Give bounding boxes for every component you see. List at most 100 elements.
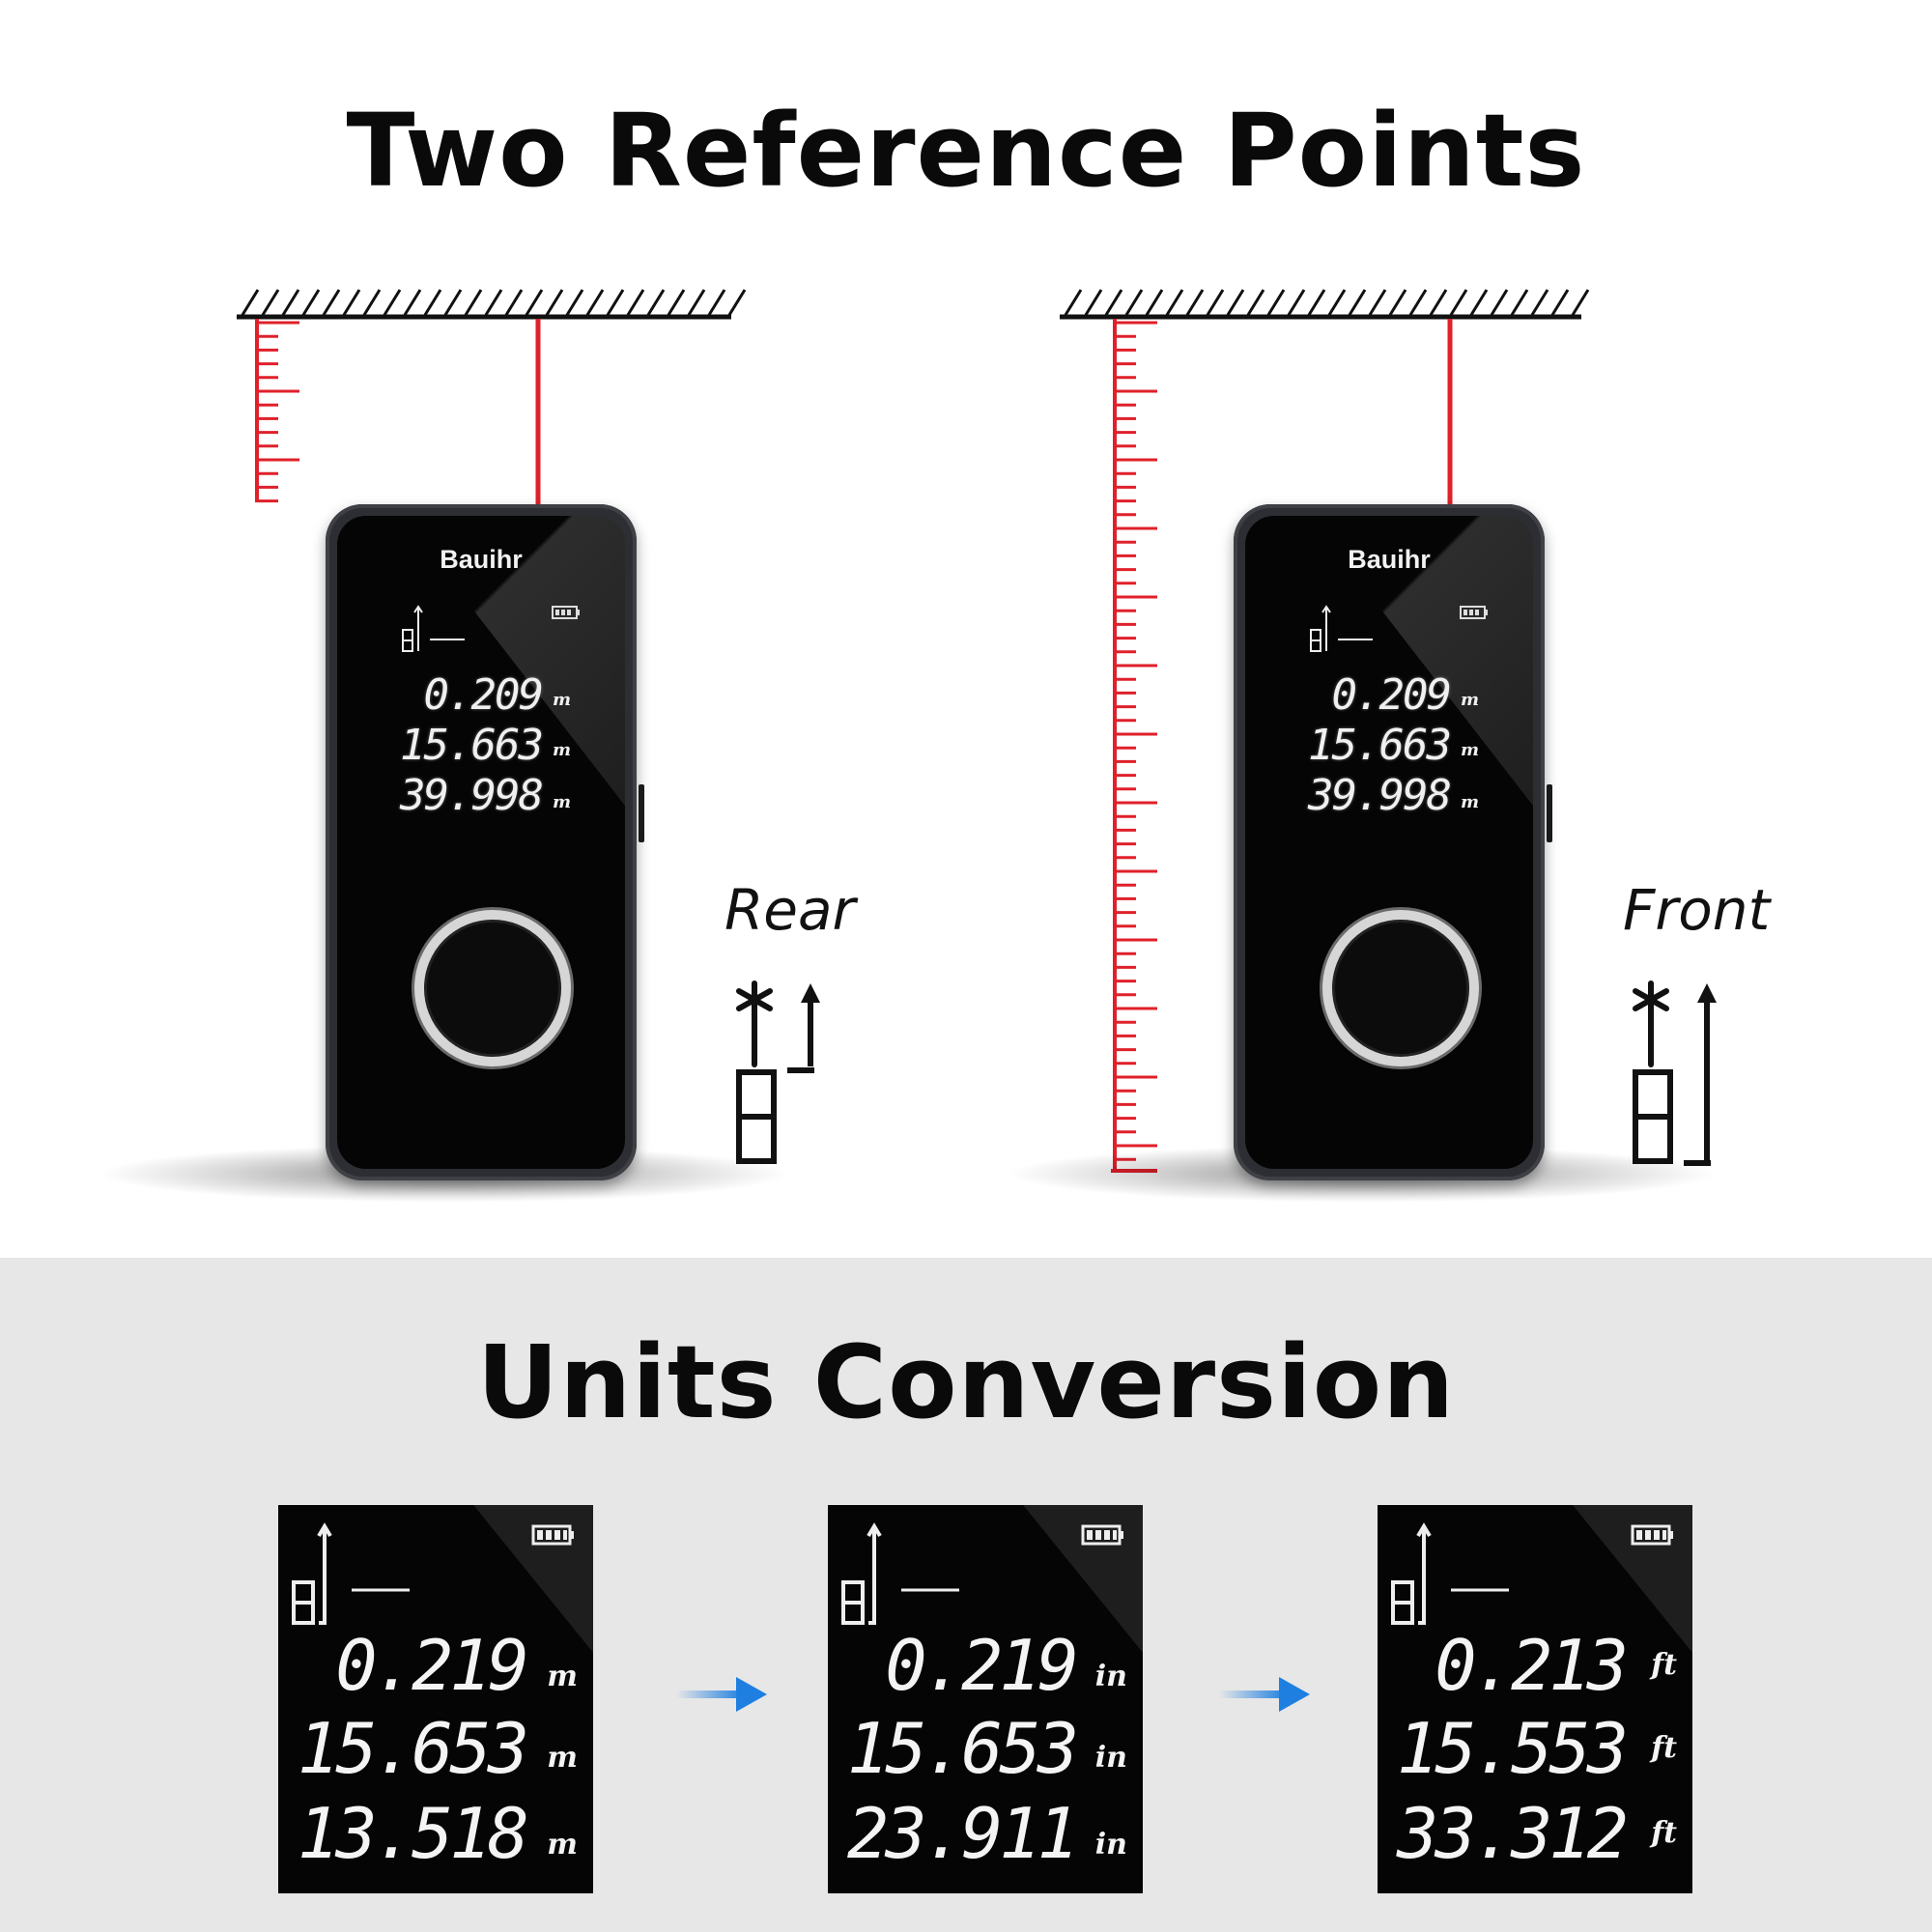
hatched-ceiling-icon (1060, 289, 1590, 320)
panel-value-2: 15.653 (846, 1708, 1079, 1789)
laser-measure-device-front: Bauihr 0.209 m 15.663 m 39.998 m (1234, 504, 1552, 1180)
laser-beam (535, 319, 541, 508)
front-reference-icon (1633, 980, 1717, 1166)
reading-unit-2: m (552, 740, 571, 760)
side-key[interactable] (1547, 784, 1552, 842)
ruler-scale-icon (1111, 319, 1157, 1173)
hatch-stroke (1510, 289, 1529, 316)
brand-logo: Bauihr (440, 545, 523, 574)
hatch-stroke (362, 289, 382, 316)
hatch-stroke (1348, 289, 1367, 316)
hatch-stroke (667, 289, 686, 316)
hatched-ceiling-icon (237, 289, 747, 320)
measure-button[interactable] (414, 910, 571, 1066)
device-reference-icon (402, 605, 465, 652)
hatch-stroke (606, 289, 625, 316)
panel-value-1: 0.219 (885, 1625, 1079, 1706)
hatch-stroke (1449, 289, 1468, 316)
label-rear: Rear (724, 877, 856, 943)
reading-unit-3: m (552, 792, 571, 812)
panel-unit-1: m (547, 1660, 578, 1693)
hatch-stroke (727, 289, 747, 316)
device-reference-icon (292, 1522, 410, 1625)
reading-value-3: 39.998 (400, 771, 544, 820)
reading-unit-1: m (552, 690, 571, 710)
panel-value-3: 33.312 (1396, 1793, 1629, 1874)
reading-unit-1: m (1460, 690, 1479, 710)
hatch-stroke (1429, 289, 1448, 316)
panel-value-1: 0.219 (335, 1625, 529, 1706)
hatch-stroke (1368, 289, 1387, 316)
hatch-stroke (1084, 289, 1103, 316)
label-front: Front (1623, 877, 1771, 943)
hatch-stroke (301, 289, 321, 316)
reading-value-3: 39.998 (1308, 771, 1452, 820)
laser-measure-device-rear: Bauihr 0.209 m 15.663 m 39.998 m (326, 504, 644, 1180)
hatch-stroke (1206, 289, 1225, 316)
hatch-stroke (403, 289, 422, 316)
hatch-stroke (241, 289, 260, 316)
battery-icon (1081, 1524, 1123, 1546)
reading-unit-2: m (1460, 740, 1479, 760)
hatch-stroke (545, 289, 564, 316)
hatch-stroke (1124, 289, 1144, 316)
hatch-stroke (585, 289, 605, 316)
hatch-stroke (1327, 289, 1347, 316)
battery-icon (531, 1524, 574, 1546)
brand-logo: Bauihr (1348, 545, 1431, 574)
device-reference-icon (841, 1522, 959, 1625)
hatch-stroke (525, 289, 544, 316)
panel-unit-2: in (1094, 1741, 1127, 1775)
panel-unit-3: in (1094, 1828, 1127, 1861)
hatch-stroke (1307, 289, 1326, 316)
device-face: Bauihr 0.209 m 15.663 m 39.998 m (1245, 516, 1533, 1169)
panel-value-3: 13.518 (297, 1793, 529, 1874)
arrow-right-icon (676, 1677, 767, 1712)
battery-icon (1631, 1524, 1673, 1546)
hatch-stroke (646, 289, 666, 316)
arrow-right-icon (1219, 1677, 1310, 1712)
reading-unit-3: m (1460, 792, 1479, 812)
reading-value-2: 15.663 (1308, 721, 1452, 770)
hatch-stroke (1408, 289, 1428, 316)
section-title-reference-points: Two Reference Points (346, 92, 1586, 210)
hatch-stroke (423, 289, 442, 316)
hatch-stroke (281, 289, 300, 316)
hatch-stroke (261, 289, 280, 316)
hatch-stroke (1287, 289, 1306, 316)
lcd-panel-inches: 0.219 in 15.653 in 23.911 in (828, 1505, 1143, 1893)
panel-unit-2: m (547, 1741, 578, 1775)
hatch-stroke (1246, 289, 1265, 316)
rear-reference-icon (736, 980, 820, 1164)
measure-button[interactable] (1322, 910, 1479, 1066)
device-reference-icon (1391, 1522, 1509, 1625)
hatch-stroke (1266, 289, 1286, 316)
hatch-stroke (1165, 289, 1184, 316)
hatch-stroke (626, 289, 645, 316)
hatch-stroke (342, 289, 361, 316)
hatch-stroke (1104, 289, 1123, 316)
hatch-stroke (322, 289, 341, 316)
battery-icon (552, 606, 580, 619)
hatch-stroke (1490, 289, 1509, 316)
hatch-stroke (484, 289, 503, 316)
hatch-stroke (707, 289, 726, 316)
panel-value-2: 15.653 (297, 1708, 529, 1789)
hatch-stroke (464, 289, 483, 316)
ruler-scale-icon (255, 319, 299, 503)
hatch-stroke (1185, 289, 1205, 316)
panel-value-2: 15.553 (1396, 1708, 1629, 1789)
hatch-stroke (1530, 289, 1549, 316)
laser-beam (1447, 319, 1453, 508)
side-key[interactable] (639, 784, 644, 842)
lcd-panel-meters: 0.219 m 15.653 m 13.518 m (278, 1505, 593, 1893)
hatch-stroke (1226, 289, 1245, 316)
panel-unit-2: ft (1651, 1731, 1677, 1765)
reading-value-2: 15.663 (400, 721, 544, 770)
hatch-stroke (1388, 289, 1407, 316)
battery-icon (1460, 606, 1488, 619)
reading-value-1: 0.209 (1331, 670, 1452, 720)
reading-value-1: 0.209 (423, 670, 544, 720)
hatch-stroke (443, 289, 463, 316)
hatch-stroke (1550, 289, 1570, 316)
